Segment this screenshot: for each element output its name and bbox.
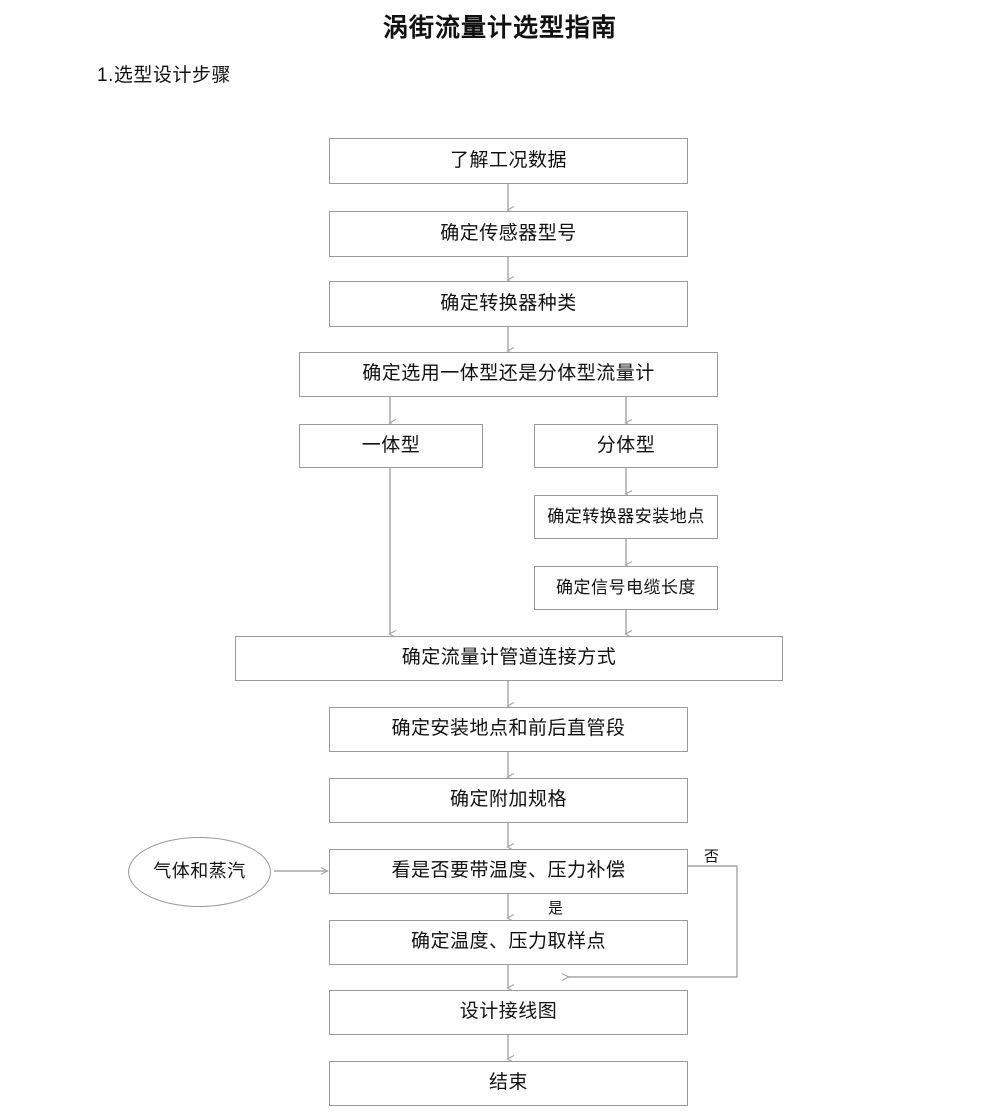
flow-node-label: 确定转换器安装地点 xyxy=(547,506,705,526)
flow-node-label: 确定传感器型号 xyxy=(440,222,577,244)
flow-node-gas-and-steam[interactable]: 气体和蒸汽 xyxy=(128,837,271,907)
flow-node-converter-install-location[interactable]: 确定转换器安装地点 xyxy=(534,495,718,539)
flow-node-label: 分体型 xyxy=(596,434,656,456)
flow-node-install-location-straight-pipe[interactable]: 确定安装地点和前后直管段 xyxy=(329,707,688,752)
flow-node-label: 确定安装地点和前后直管段 xyxy=(391,718,626,740)
edge-label-yes: 是 xyxy=(548,900,564,917)
flow-node-converter-type[interactable]: 确定转换器种类 xyxy=(329,281,688,327)
flow-node-sensor-model[interactable]: 确定传感器型号 xyxy=(329,211,688,257)
flow-node-temp-pressure-compensation-decision[interactable]: 看是否要带温度、压力补偿 xyxy=(329,849,688,894)
flow-node-label: 确定选用一体型还是分体型流量计 xyxy=(362,363,655,385)
flow-node-separate-type[interactable]: 分体型 xyxy=(534,424,718,468)
flow-node-pipe-connection-method[interactable]: 确定流量计管道连接方式 xyxy=(235,636,783,681)
flow-node-label: 确定附加规格 xyxy=(449,789,567,811)
flow-node-label: 气体和蒸汽 xyxy=(153,861,246,882)
section-heading: 1.选型设计步骤 xyxy=(97,65,231,86)
flow-node-label: 结束 xyxy=(488,1072,528,1094)
flow-node-label: 确定信号电缆长度 xyxy=(556,577,696,597)
flow-node-end[interactable]: 结束 xyxy=(329,1061,688,1106)
flow-node-label: 设计接线图 xyxy=(459,1001,558,1023)
flow-node-label: 确定温度、压力取样点 xyxy=(410,931,606,953)
flow-node-label: 了解工况数据 xyxy=(449,149,567,171)
flow-node-label: 确定转换器种类 xyxy=(440,292,577,314)
flow-node-temp-pressure-sampling-point[interactable]: 确定温度、压力取样点 xyxy=(329,920,688,965)
flow-node-understand-conditions[interactable]: 了解工况数据 xyxy=(329,138,688,184)
flow-node-label: 确定流量计管道连接方式 xyxy=(401,647,617,669)
flow-node-wiring-diagram[interactable]: 设计接线图 xyxy=(329,990,688,1035)
page-title: 涡街流量计选型指南 xyxy=(382,14,617,42)
flow-node-additional-specs[interactable]: 确定附加规格 xyxy=(329,778,688,823)
edge-label-no: 否 xyxy=(704,848,720,865)
flow-node-integrated-type[interactable]: 一体型 xyxy=(299,424,483,468)
flow-node-label: 看是否要带温度、压力补偿 xyxy=(391,860,626,882)
flow-node-label: 一体型 xyxy=(361,434,421,456)
flow-node-signal-cable-length[interactable]: 确定信号电缆长度 xyxy=(534,566,718,610)
flow-node-integrated-or-separate[interactable]: 确定选用一体型还是分体型流量计 xyxy=(299,352,718,397)
